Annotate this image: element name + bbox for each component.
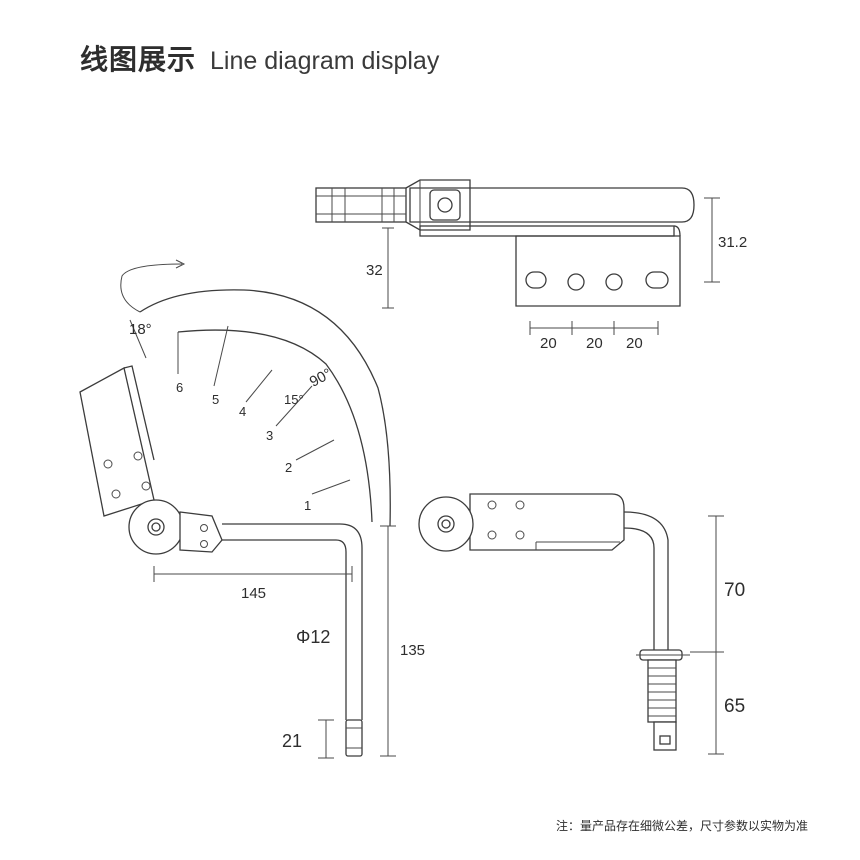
dim-32-label: 32 xyxy=(366,262,383,279)
tick-6-label: 6 xyxy=(176,380,183,395)
hole-spacing-2-label: 20 xyxy=(586,335,603,352)
tick-3-label: 3 xyxy=(266,428,273,443)
top-view-drawing xyxy=(315,179,720,335)
angle-15-label: 15° xyxy=(284,392,304,407)
side-view-drawing xyxy=(79,259,396,759)
tick-4-label: 4 xyxy=(239,404,246,419)
angle-18-label: 18° xyxy=(129,321,152,338)
title-chinese: 线图展示 xyxy=(80,43,197,76)
dim-21-label: 21 xyxy=(282,731,302,751)
dim-135-label: 135 xyxy=(400,642,425,659)
header: 线图展示 Line diagram display xyxy=(80,38,439,78)
hole-spacing-3-label: 20 xyxy=(626,335,643,352)
tick-1-label: 1 xyxy=(304,498,311,513)
tick-5-label: 5 xyxy=(212,392,219,407)
dim-70-label: 70 xyxy=(724,580,745,601)
footnote: 注：量产品存在细微公差，尺寸参数以实物为准 xyxy=(555,819,808,833)
tick-2-label: 2 xyxy=(285,460,292,475)
front-view-drawing xyxy=(418,493,724,755)
hole-spacing-1-label: 20 xyxy=(540,335,557,352)
title-english: Line diagram display xyxy=(210,47,440,75)
dim-145-label: 145 xyxy=(241,585,266,602)
dim-31-2-label: 31.2 xyxy=(718,234,747,251)
dim-65-label: 65 xyxy=(724,696,745,717)
dim-diameter-12-label: Φ12 xyxy=(296,627,330,647)
